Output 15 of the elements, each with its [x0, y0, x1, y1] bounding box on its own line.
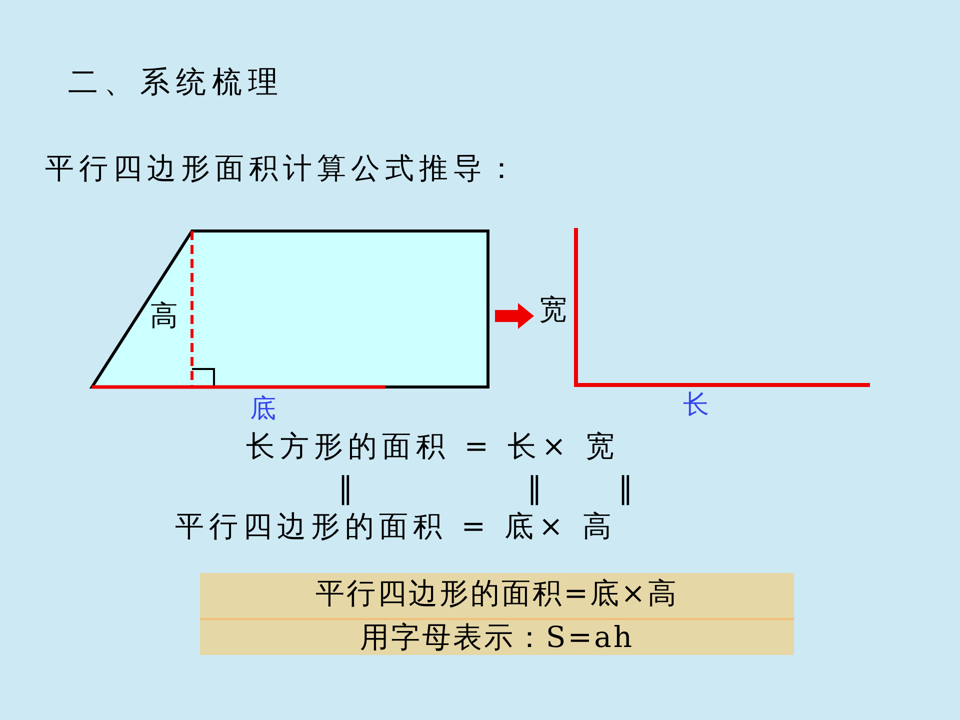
equality-mark: ‖ — [618, 474, 633, 504]
arrow — [495, 303, 534, 329]
slide-title: 二、系统梳理 — [68, 68, 284, 98]
length-label: 长 — [683, 392, 709, 418]
equality-mark: ‖ — [338, 474, 353, 504]
formula-text: 平行四边形的面积=底×高 — [314, 579, 680, 608]
equality-mark: ‖ — [527, 474, 542, 504]
subtitle: 平行四边形面积计算公式推导： — [45, 154, 521, 183]
height-label: 高 — [150, 302, 178, 330]
base-label: 底 — [250, 396, 276, 422]
formula-line: 平行四边形的面积 = 底× 高 — [175, 512, 616, 541]
formula-text: 用字母表示：S=ah — [358, 623, 636, 652]
formula-line: 长方形的面积 = 长× 宽 — [246, 432, 620, 461]
formula-panel — [200, 573, 794, 655]
width-label: 宽 — [539, 296, 567, 324]
